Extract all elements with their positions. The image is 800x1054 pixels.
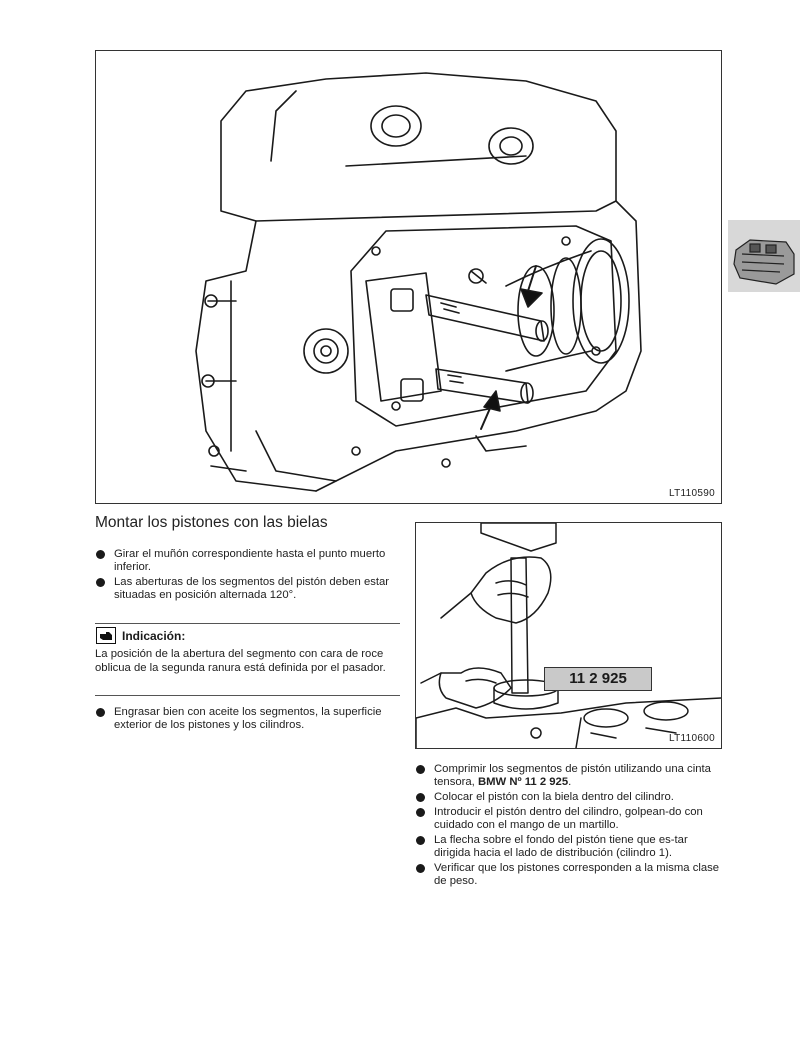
- bullet-dot-icon: [96, 550, 105, 559]
- note-title: Indicación:: [122, 628, 186, 643]
- divider: [95, 695, 400, 696]
- pointing-hand-note-icon: [96, 627, 116, 644]
- list-item: Colocar el pistón con la biela dentro de…: [415, 791, 725, 804]
- bullet-dot-icon: [416, 864, 425, 873]
- tool-reference: BMW Nº 11 2 925: [477, 776, 569, 788]
- instruction-list-a: Girar el muñón correspondiente hasta el …: [95, 548, 400, 604]
- list-item: Introducir el pistón dentro del cilindro…: [415, 806, 725, 832]
- tool-number-label: 11 2 925: [544, 667, 652, 691]
- instruction-list-b: Engrasar bien con aceite los segmentos, …: [95, 706, 400, 734]
- list-item: Comprimir los segmentos de pistón utiliz…: [415, 763, 725, 789]
- note-header: Indicación:: [96, 627, 185, 644]
- instruction-list-c: Comprimir los segmentos de pistón utiliz…: [415, 763, 725, 890]
- bullet-dot-icon: [96, 578, 105, 587]
- bullet-dot-icon: [416, 793, 425, 802]
- list-item: Las aberturas de los segmentos del pistó…: [95, 576, 400, 602]
- figure-code: LT110590: [669, 488, 715, 499]
- divider: [95, 623, 400, 624]
- piston-hammer-illustration: [416, 523, 721, 748]
- piston-install-figure: 11 2 925 LT110600: [415, 522, 722, 749]
- bullet-dot-icon: [416, 765, 425, 774]
- bullet-dot-icon: [416, 808, 425, 817]
- bullet-dot-icon: [416, 836, 425, 845]
- engine-block-figure: LT110590: [95, 50, 722, 504]
- list-item: La flecha sobre el fondo del pistón tien…: [415, 834, 725, 860]
- figure-code: LT110600: [669, 733, 715, 744]
- bullet-dot-icon: [96, 708, 105, 717]
- note-text: La posición de la abertura del segmento …: [95, 648, 386, 674]
- list-item: Engrasar bien con aceite los segmentos, …: [95, 706, 400, 732]
- list-item: Verificar que los pistones corresponden …: [415, 862, 725, 888]
- engine-thumbnail-icon: [733, 239, 795, 285]
- chapter-tab-engine-thumbnail: [728, 220, 800, 292]
- section-title: Montar los pistones con las bielas: [95, 514, 328, 531]
- list-item: Girar el muñón correspondiente hasta el …: [95, 548, 400, 574]
- engine-block-illustration: [195, 72, 642, 492]
